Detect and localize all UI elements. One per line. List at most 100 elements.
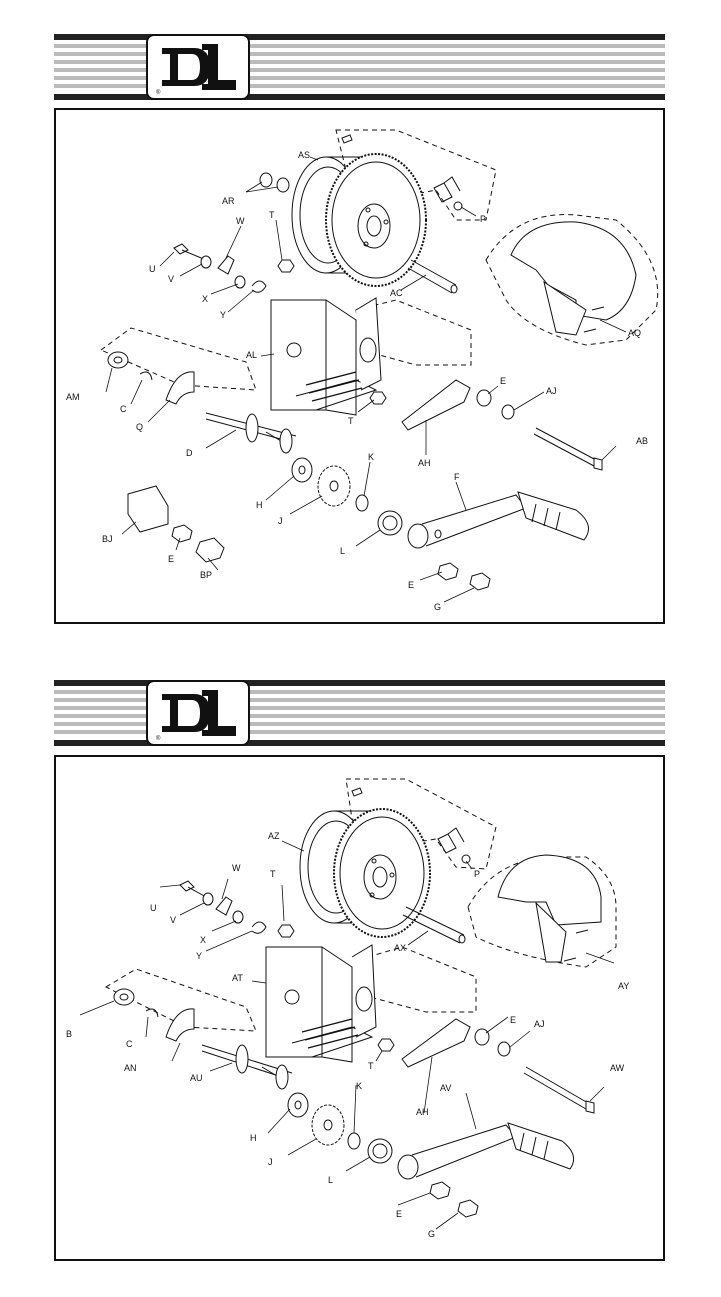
winch-exploded-diagram-top: AS AR P T W U V X Y AC AQ AL AM C Q E AJ… [56,110,663,622]
label-l: L [328,1175,333,1185]
pawl-q [166,372,194,404]
header-banner-bottom: ® [54,680,665,746]
label-y: Y [220,310,226,320]
label-t2: T [348,416,354,426]
nut-e-bottom [430,1182,450,1199]
dl-logo: ® [146,34,250,100]
label-as: AS [298,150,310,160]
label-q: Q [136,422,143,432]
label-e1: E [510,1015,516,1025]
frame-at [266,945,376,1062]
label-ay: AY [618,981,629,991]
washer-aj [498,1042,510,1056]
label-w: W [236,216,245,226]
label-g: G [428,1229,435,1239]
label-ax: AX [394,943,406,953]
nut-t-lower [378,1039,394,1051]
spring-y [252,281,266,292]
label-d: D [186,448,193,458]
label-aj: AJ [546,386,557,396]
dl-logo: ® [146,680,250,746]
label-at: AT [232,973,243,983]
label-bj: BJ [102,534,113,544]
plate-ah [402,1019,470,1067]
label-j: J [268,1157,273,1167]
registered-mark: ® [156,735,161,742]
washer-ar-2 [277,178,289,192]
plate-ah [402,380,470,430]
label-az: AZ [268,831,280,841]
label-w: W [232,863,241,873]
bolt-ab [534,428,596,466]
label-u: U [149,264,156,274]
label-t: T [269,210,275,220]
label-aw: AW [610,1063,625,1073]
nut-t-top [278,925,294,937]
label-c: C [126,1039,133,1049]
label-l: L [340,546,345,556]
clip-p [438,828,464,853]
label-t2: T [368,1061,374,1071]
bracket-w [216,897,232,915]
label-b: B [66,1029,72,1039]
washer-x [235,276,245,288]
label-ah: AH [418,458,431,468]
label-v: V [168,274,174,284]
label-k: K [356,1081,362,1091]
washer-ar-1 [260,173,272,187]
label-aq: AQ [628,328,641,338]
label-al: AL [246,350,257,360]
bolt-aw [524,1067,588,1109]
registered-mark: ® [156,89,161,96]
label-ar: AR [222,196,235,206]
label-an: AN [124,1063,137,1073]
bracket-w [218,256,234,274]
nut-e-bottom [438,563,458,580]
label-ah: AH [416,1107,429,1117]
label-ac: AC [390,288,403,298]
bottom-diagram-frame: AZ T W P U V X Y AX AY AT B E AJ C AN T … [54,755,665,1261]
bolt-top [352,788,362,796]
handle-f [408,492,589,548]
label-av: AV [440,1083,451,1093]
frame-al [271,298,381,415]
label-e2: E [396,1209,402,1219]
nut-bp [196,538,224,562]
label-au: AU [190,1073,203,1083]
bushing-l [378,511,402,535]
header-banner-top: ® [54,34,665,100]
label-p: P [480,214,486,224]
label-f: F [454,472,460,482]
label-k: K [368,452,374,462]
label-x: X [200,935,206,945]
label-j: J [278,516,283,526]
label-x: X [202,294,208,304]
pawl-an [166,1009,194,1041]
label-t: T [270,869,276,879]
bushing-l [368,1139,392,1163]
washer-v [203,893,213,905]
adapter-bj [128,486,168,532]
bushing-am [108,352,128,368]
label-h: H [256,500,263,510]
bolt-top [342,135,352,143]
washer-h [292,458,312,482]
label-y: Y [196,951,202,961]
label-c: C [120,404,127,414]
label-h: H [250,1133,257,1143]
label-aj: AJ [534,1019,545,1029]
drum-gear-az [300,809,430,937]
dashed-group-ah [368,947,476,1012]
drum-gear-as [292,154,426,286]
label-p: P [474,869,480,879]
spring-y [252,922,266,933]
cover-ay [498,855,601,925]
label-u: U [150,903,157,913]
bushing-b [114,989,134,1005]
washer-k [348,1133,360,1149]
top-diagram-frame: AS AR P T W U V X Y AC AQ AL AM C Q E AJ… [54,108,665,624]
washer-v [201,256,211,268]
clip-p [434,177,460,202]
bolt-u [174,244,206,260]
handle-av [398,1123,574,1179]
